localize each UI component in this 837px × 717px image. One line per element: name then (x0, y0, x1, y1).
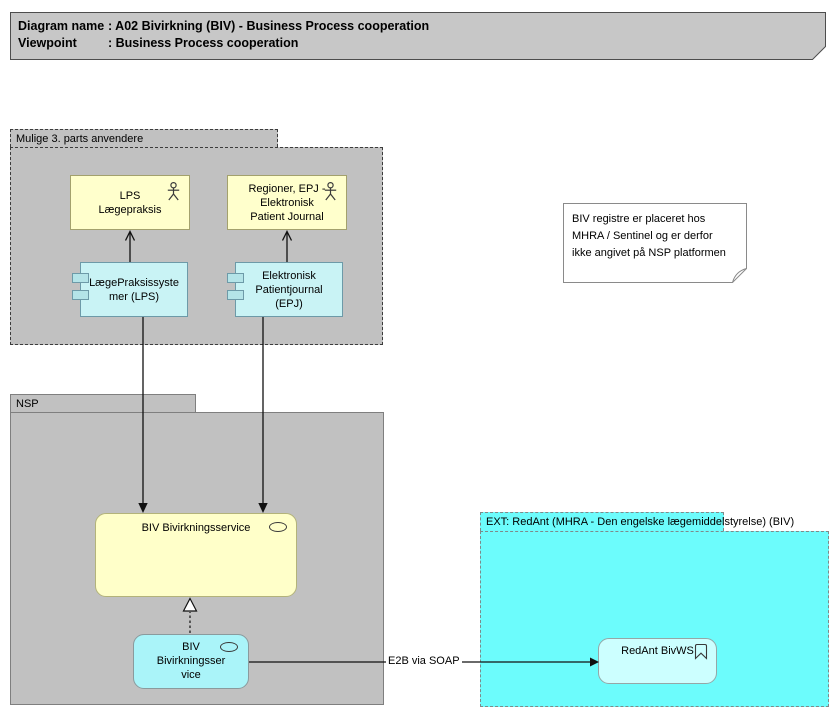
redant-bivws-label: RedAnt BivWS (621, 645, 694, 657)
component-laegepraksissystemer[interactable]: LægePraksissyste mer (LPS) (72, 262, 188, 317)
bookmark-icon (693, 643, 709, 664)
note-fold-line (732, 268, 747, 283)
group-tab-nsp[interactable]: NSP (10, 394, 196, 412)
group-tab-ext-redant[interactable]: EXT: RedAnt (MHRA - Den engelske lægemid… (480, 512, 794, 531)
component-icon (227, 273, 244, 283)
component-icon (72, 273, 89, 283)
e2b-via-soap-label: E2B via SOAP (386, 654, 462, 669)
group-label-nsp: NSP (16, 398, 39, 410)
service-oval-icon (269, 522, 287, 532)
title-row-viewpoint: Viewpoint : Business Process cooperation (18, 35, 429, 52)
service-biv-bivirkningsservice[interactable]: BIV Bivirkningsservice (95, 513, 297, 597)
title-value: : Business Process cooperation (108, 36, 299, 50)
app-service-biv-bivirkningsservice[interactable]: BIV Bivirkningsser vice (133, 634, 249, 689)
group-label-ext-redant: EXT: RedAnt (MHRA - Den engelske lægemid… (486, 516, 795, 528)
diagram-title: Diagram name : A02 Bivirkning (BIV) - Bu… (18, 18, 429, 52)
component-icon (72, 290, 89, 300)
group-body-ext-redant[interactable] (480, 531, 829, 707)
component-lps-label: LægePraksissyste mer (LPS) (89, 276, 179, 303)
actor-lps-label: LPS Lægepraksis (98, 189, 162, 216)
service-biv-label: BIV Bivirkningsservice (141, 522, 251, 534)
component-icon (227, 290, 244, 300)
title-label: Viewpoint (18, 36, 77, 50)
title-row-diagram-name: Diagram name : A02 Bivirkning (BIV) - Bu… (18, 18, 429, 35)
service-redant-bivws[interactable]: RedAnt BivWS (598, 638, 717, 684)
component-epj-label: Elektronisk Patientjournal (EPJ) (255, 269, 323, 310)
note-text: BIV registre er placeret hos MHRA / Sent… (572, 213, 726, 259)
actor-lps-laegepraksis[interactable]: LPS Lægepraksis (70, 175, 190, 230)
component-elektronisk-patientjournal[interactable]: Elektronisk Patientjournal (EPJ) (227, 262, 343, 317)
group-tab-mulige[interactable]: Mulige 3. parts anvendere (10, 129, 278, 147)
service-oval-icon (220, 642, 238, 652)
actor-regioner-epj[interactable]: Regioner, EPJ - Elektronisk Patient Jour… (227, 175, 347, 230)
title-label: Diagram name (18, 19, 105, 33)
title-value: : A02 Bivirkning (BIV) - Business Proces… (108, 19, 430, 33)
group-label-mulige: Mulige 3. parts anvendere (16, 133, 144, 145)
app-service-biv-label: BIV Bivirkningsser vice (156, 641, 226, 681)
actor-epj-label: Regioner, EPJ - Elektronisk Patient Jour… (248, 182, 326, 223)
actor-icon (324, 182, 337, 205)
actor-icon (167, 182, 180, 205)
